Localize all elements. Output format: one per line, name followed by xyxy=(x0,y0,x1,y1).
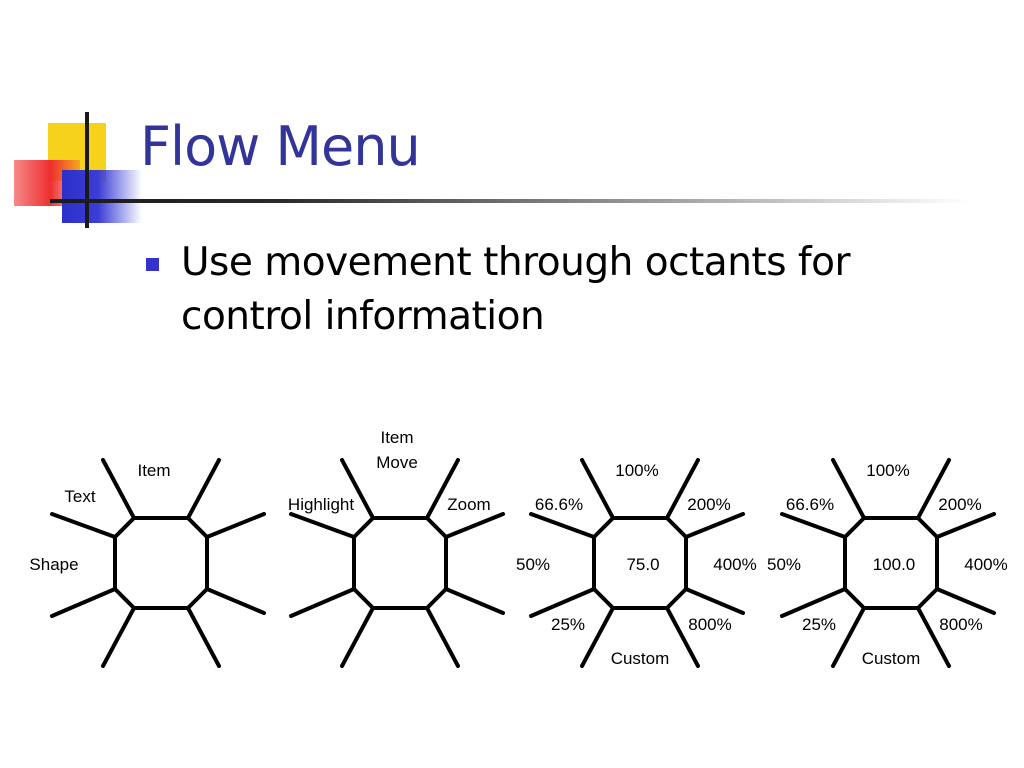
slide-title: Flow Menu xyxy=(140,115,421,178)
title-underline xyxy=(50,199,970,203)
menu-3: 75.0 100% 66.6% 200% 50% 400% 25% 800% Custom xyxy=(516,458,757,668)
octant-spoke xyxy=(101,458,136,520)
octant-spoke xyxy=(831,458,866,520)
octant-label-left: Shape xyxy=(29,555,78,574)
octant-spoke xyxy=(665,606,700,668)
octant-spoke xyxy=(935,512,996,539)
octant-label-bottom-left: 25% xyxy=(802,615,836,634)
octant-label-left: 50% xyxy=(767,555,801,574)
octant-label-top: Item xyxy=(137,461,170,480)
octant-spoke xyxy=(205,512,266,539)
decor-blue-square xyxy=(62,170,142,223)
octant-spoke xyxy=(935,587,996,615)
octant-spoke xyxy=(205,587,266,615)
octant-spoke xyxy=(101,606,136,668)
octant-spoke xyxy=(831,606,866,668)
octant-spoke xyxy=(529,587,596,618)
octant-label-top-left: 66.6% xyxy=(786,495,834,514)
octant-label-bottom-right: 800% xyxy=(688,615,731,634)
octant-spoke xyxy=(444,512,505,539)
octant-spoke xyxy=(50,587,117,618)
octant-spoke xyxy=(340,606,375,668)
octant-spoke xyxy=(916,458,951,520)
octant-spoke xyxy=(684,587,745,615)
menu-4: 100.0 100% 66.6% 200% 50% 400% 25% 800% Custom xyxy=(767,458,1008,668)
octant-spoke xyxy=(425,606,460,668)
octant-spoke xyxy=(529,512,596,539)
octant-label-bottom-right: 800% xyxy=(939,615,982,634)
octant-label-right: 400% xyxy=(713,555,756,574)
octant-spoke xyxy=(444,587,505,615)
octant-spoke xyxy=(289,512,356,539)
octant-label-top-right: 200% xyxy=(687,495,730,514)
octant-label-top: Move xyxy=(376,453,418,472)
octagon xyxy=(113,516,209,610)
octant-spoke xyxy=(425,458,460,520)
octant-spoke xyxy=(186,606,221,668)
octant-spoke xyxy=(186,458,221,520)
octant-spoke xyxy=(916,606,951,668)
decor-vertical-line xyxy=(85,112,89,228)
octant-label-top: 100% xyxy=(615,461,658,480)
center-value: 75.0 xyxy=(626,555,659,574)
octant-label-top-left: 66.6% xyxy=(535,495,583,514)
octagon xyxy=(352,516,448,610)
octant-label-left: 50% xyxy=(516,555,550,574)
octant-spoke xyxy=(580,458,615,520)
octant-spoke xyxy=(289,587,356,618)
octant-spoke xyxy=(50,512,117,539)
octant-label-top-right: 200% xyxy=(938,495,981,514)
octant-label-bottom: Custom xyxy=(862,649,921,668)
octant-spoke xyxy=(665,458,700,520)
octant-label-top: 100% xyxy=(866,461,909,480)
octant-label-top-right: Zoom xyxy=(447,495,490,514)
bullet-square-icon xyxy=(146,258,159,271)
octant-label-bottom-left: 25% xyxy=(551,615,585,634)
octant-spoke xyxy=(780,587,847,618)
octant-spoke xyxy=(780,512,847,539)
octant-spoke xyxy=(684,512,745,539)
bullet-text: Use movement through octants for control… xyxy=(181,240,851,339)
octant-label-top-left: Text xyxy=(64,487,95,506)
octant-label-top-left: Highlight xyxy=(288,495,354,514)
center-value: 100.0 xyxy=(873,555,916,574)
octant-label-right: 400% xyxy=(964,555,1007,574)
octant-label-top: Item xyxy=(380,428,413,447)
octant-spoke xyxy=(340,458,375,520)
octant-label-bottom: Custom xyxy=(611,649,670,668)
octant-spoke xyxy=(580,606,615,668)
